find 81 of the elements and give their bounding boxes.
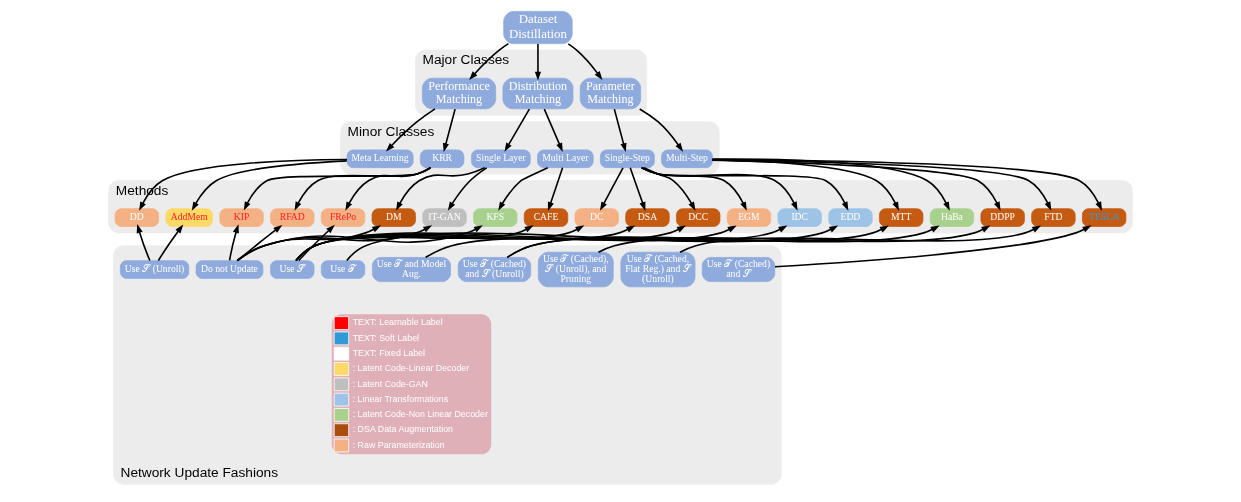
- node-box: Single-Step: [599, 149, 655, 169]
- arrow: [599, 166, 624, 211]
- node-box: DD: [114, 208, 159, 227]
- arrow: [534, 43, 542, 81]
- arrow: [136, 224, 151, 262]
- legend-label: TEXT: Fixed Label: [352, 347, 425, 358]
- legend-label: : DSA Data Augmentation: [352, 424, 453, 435]
- node-box: Use 𝒯 (Cached) and 𝒮 (Unroll): [457, 257, 532, 282]
- arrow: [597, 225, 991, 253]
- arrow: [424, 225, 839, 259]
- arrow: [504, 108, 531, 152]
- node-box: Use 𝒮 (Unroll): [119, 260, 190, 279]
- node-box: Single Layer: [471, 149, 531, 169]
- legend-label: : Raw Parameterization: [352, 439, 445, 450]
- arrow: [543, 108, 563, 152]
- node-box: DSA: [625, 208, 670, 227]
- arrow: [640, 166, 798, 211]
- node-box: Use 𝒯 (Cached), 𝒮 (Unroll), and Pruning: [537, 251, 614, 288]
- arrow: [139, 158, 348, 211]
- node-box: MTT: [879, 208, 924, 227]
- node-box: DC: [574, 208, 619, 227]
- node-box: KIP: [219, 208, 264, 227]
- node-box: AddMem: [165, 208, 213, 227]
- node-box: Use 𝒯: [320, 260, 366, 279]
- node-box: Distribution Matching: [502, 77, 574, 110]
- legend-label: : Latent Code-Linear Decoder: [352, 363, 470, 374]
- arrow: [643, 166, 696, 211]
- node-box: DDPP: [980, 208, 1025, 227]
- node-box: IDC: [777, 208, 822, 227]
- arrow: [711, 158, 950, 211]
- node-box: TESLA: [1082, 208, 1127, 227]
- legend-label: : Latent Code-GAN: [352, 378, 428, 389]
- arrow: [613, 108, 627, 153]
- legend-label: : Latent Code-Non Linear Decoder: [352, 409, 488, 420]
- arrow: [243, 166, 432, 211]
- node-box: FRePo: [320, 208, 366, 227]
- node-box: Performance Matching: [421, 77, 497, 110]
- arrow: [547, 166, 564, 211]
- arrow: [346, 225, 788, 262]
- arrow: [629, 166, 646, 211]
- node-box: IT-GAN: [422, 208, 467, 227]
- node-box: HaBa: [929, 208, 975, 227]
- node-box: Use 𝒯 and Model Aug.: [372, 257, 451, 282]
- node-box: Use 𝒮: [270, 260, 315, 279]
- node-box: Use 𝒯 (Cached) and 𝒮: [701, 257, 776, 282]
- node-box: EDD: [828, 208, 873, 227]
- arrow: [345, 166, 432, 211]
- arrow: [774, 225, 1092, 268]
- arrow: [638, 108, 684, 152]
- arrow: [297, 224, 335, 262]
- node-box: DCC: [676, 208, 721, 227]
- arrow: [447, 167, 488, 211]
- arrow: [228, 224, 239, 262]
- legend-label: TEXT: Soft Label: [352, 332, 420, 343]
- legend-label: : Linear Transformations: [352, 393, 449, 404]
- node-box: Use 𝒯 (Cached, Flat Reg.) and 𝒮 (Unroll): [620, 251, 696, 288]
- arrow: [640, 166, 849, 211]
- node-box: DM: [371, 208, 416, 227]
- node-box: Meta Learning: [346, 149, 414, 169]
- node-box: FTD: [1031, 208, 1076, 227]
- node-box: Do not Update: [195, 260, 264, 279]
- node-box: EGM: [726, 208, 772, 227]
- node-box: Multi-Step: [661, 149, 713, 169]
- arrow: [641, 166, 747, 211]
- node-box: RFAD: [270, 208, 315, 227]
- node-box: KRR: [419, 149, 465, 169]
- node-box: KFS: [473, 208, 518, 227]
- arrow: [157, 224, 184, 262]
- arrow: [679, 225, 1042, 253]
- arrow: [294, 166, 432, 211]
- arrow: [236, 225, 483, 262]
- node-box: Dataset Distillation: [503, 11, 573, 44]
- arrow: [191, 160, 348, 211]
- legend-label: TEXT: Learnable Label: [352, 317, 443, 328]
- arrow: [396, 166, 486, 211]
- node-box: Multi Layer: [537, 149, 594, 169]
- node-box: Parameter Matching: [579, 77, 642, 110]
- node-box: CAFE: [523, 208, 569, 227]
- arrow: [567, 43, 603, 81]
- arrow: [442, 108, 456, 153]
- arrow: [498, 166, 549, 211]
